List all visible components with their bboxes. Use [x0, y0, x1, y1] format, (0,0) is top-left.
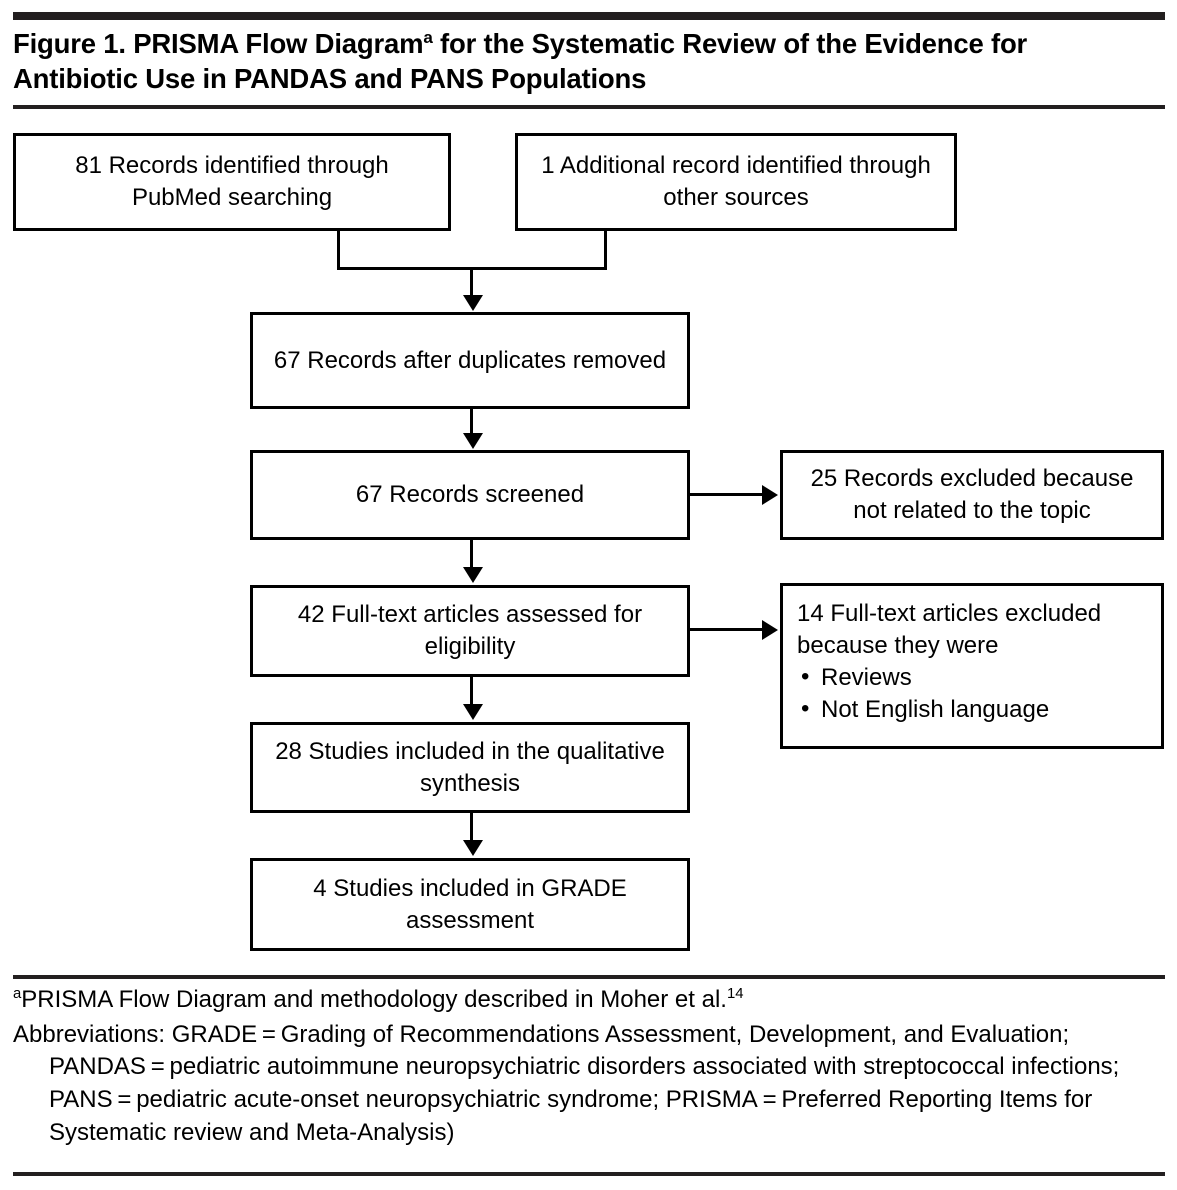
connector-fulltext-to-excluded	[690, 628, 766, 631]
node-qualitative-label: 28 Studies included in the qualitative s…	[275, 737, 665, 797]
figure-title-footnote-marker: a	[423, 27, 433, 47]
node-records-identified-pubmed: 81 Records identified through PubMed sea…	[13, 133, 451, 231]
node-fulltext-excluded: 14 Full-text articles excluded because t…	[780, 583, 1164, 749]
footnote-a: aPRISMA Flow Diagram and methodology des…	[13, 984, 1165, 1017]
node-screened-label: 67 Records screened	[355, 481, 585, 509]
connector-merge-stem	[470, 267, 473, 297]
bottom-rule	[13, 1172, 1165, 1176]
connector-dupes-to-screened	[470, 409, 473, 435]
node-fulltext-label: 42 Full-text articles assessed for eligi…	[297, 601, 643, 660]
footnote-a-text: PRISMA Flow Diagram and methodology desc…	[21, 986, 727, 1013]
arrow-down-icon	[463, 567, 483, 583]
node-studies-qualitative-synthesis: 28 Studies included in the qualitative s…	[250, 722, 690, 813]
footnote-a-reference: 14	[726, 986, 744, 1002]
top-rule	[13, 12, 1165, 20]
connector-screened-to-fulltext	[470, 540, 473, 568]
node-additional-records: 1 Additional record identified through o…	[515, 133, 957, 231]
node-additional-label: 1 Additional record identified through o…	[541, 152, 931, 211]
title-rule	[13, 105, 1165, 109]
arrow-right-icon	[762, 620, 778, 640]
node-pubmed-label: 81 Records identified through PubMed sea…	[75, 152, 389, 211]
list-item: Reviews	[797, 661, 1147, 694]
arrow-down-icon	[463, 840, 483, 856]
node-excluded1-label: 25 Records excluded because not related …	[810, 465, 1134, 524]
node-excluded2-reasons: Reviews Not English language	[797, 661, 1147, 726]
figure-title: Figure 1. PRISMA Flow Diagrama for the S…	[13, 26, 1123, 96]
node-fulltext-assessed: 42 Full-text articles assessed for eligi…	[250, 585, 690, 677]
node-records-after-duplicates: 67 Records after duplicates removed	[250, 312, 690, 409]
connector-pubmed-down	[337, 231, 340, 270]
arrow-down-icon	[463, 295, 483, 311]
figure-title-suffix: for the Systematic Review of the Evidenc…	[13, 28, 1028, 95]
node-records-excluded: 25 Records excluded because not related …	[780, 450, 1164, 540]
connector-additional-down	[604, 231, 607, 270]
arrow-down-icon	[463, 704, 483, 720]
footnote-abbreviations: Abbreviations: GRADE = Grading of Recomm…	[13, 1020, 1120, 1146]
node-excluded2-heading: 14 Full-text articles excluded because t…	[797, 600, 1102, 659]
arrow-down-icon	[463, 433, 483, 449]
list-item: Not English language	[797, 693, 1147, 726]
node-studies-grade-assessment: 4 Studies included in GRADE assessment	[250, 858, 690, 951]
footnotes: aPRISMA Flow Diagram and methodology des…	[13, 984, 1165, 1149]
arrow-right-icon	[762, 485, 778, 505]
connector-fulltext-to-qualitative	[470, 677, 473, 705]
footnote-a-marker: a	[13, 986, 22, 1002]
node-records-screened: 67 Records screened	[250, 450, 690, 540]
node-grade-label: 4 Studies included in GRADE assessment	[313, 874, 627, 934]
node-dupes-label: 67 Records after duplicates removed	[273, 346, 667, 374]
footnote-top-rule	[13, 975, 1165, 979]
figure-title-prefix: Figure 1. PRISMA Flow Diagram	[13, 28, 424, 59]
connector-screened-to-excluded	[690, 493, 766, 496]
connector-qualitative-to-grade	[470, 813, 473, 840]
